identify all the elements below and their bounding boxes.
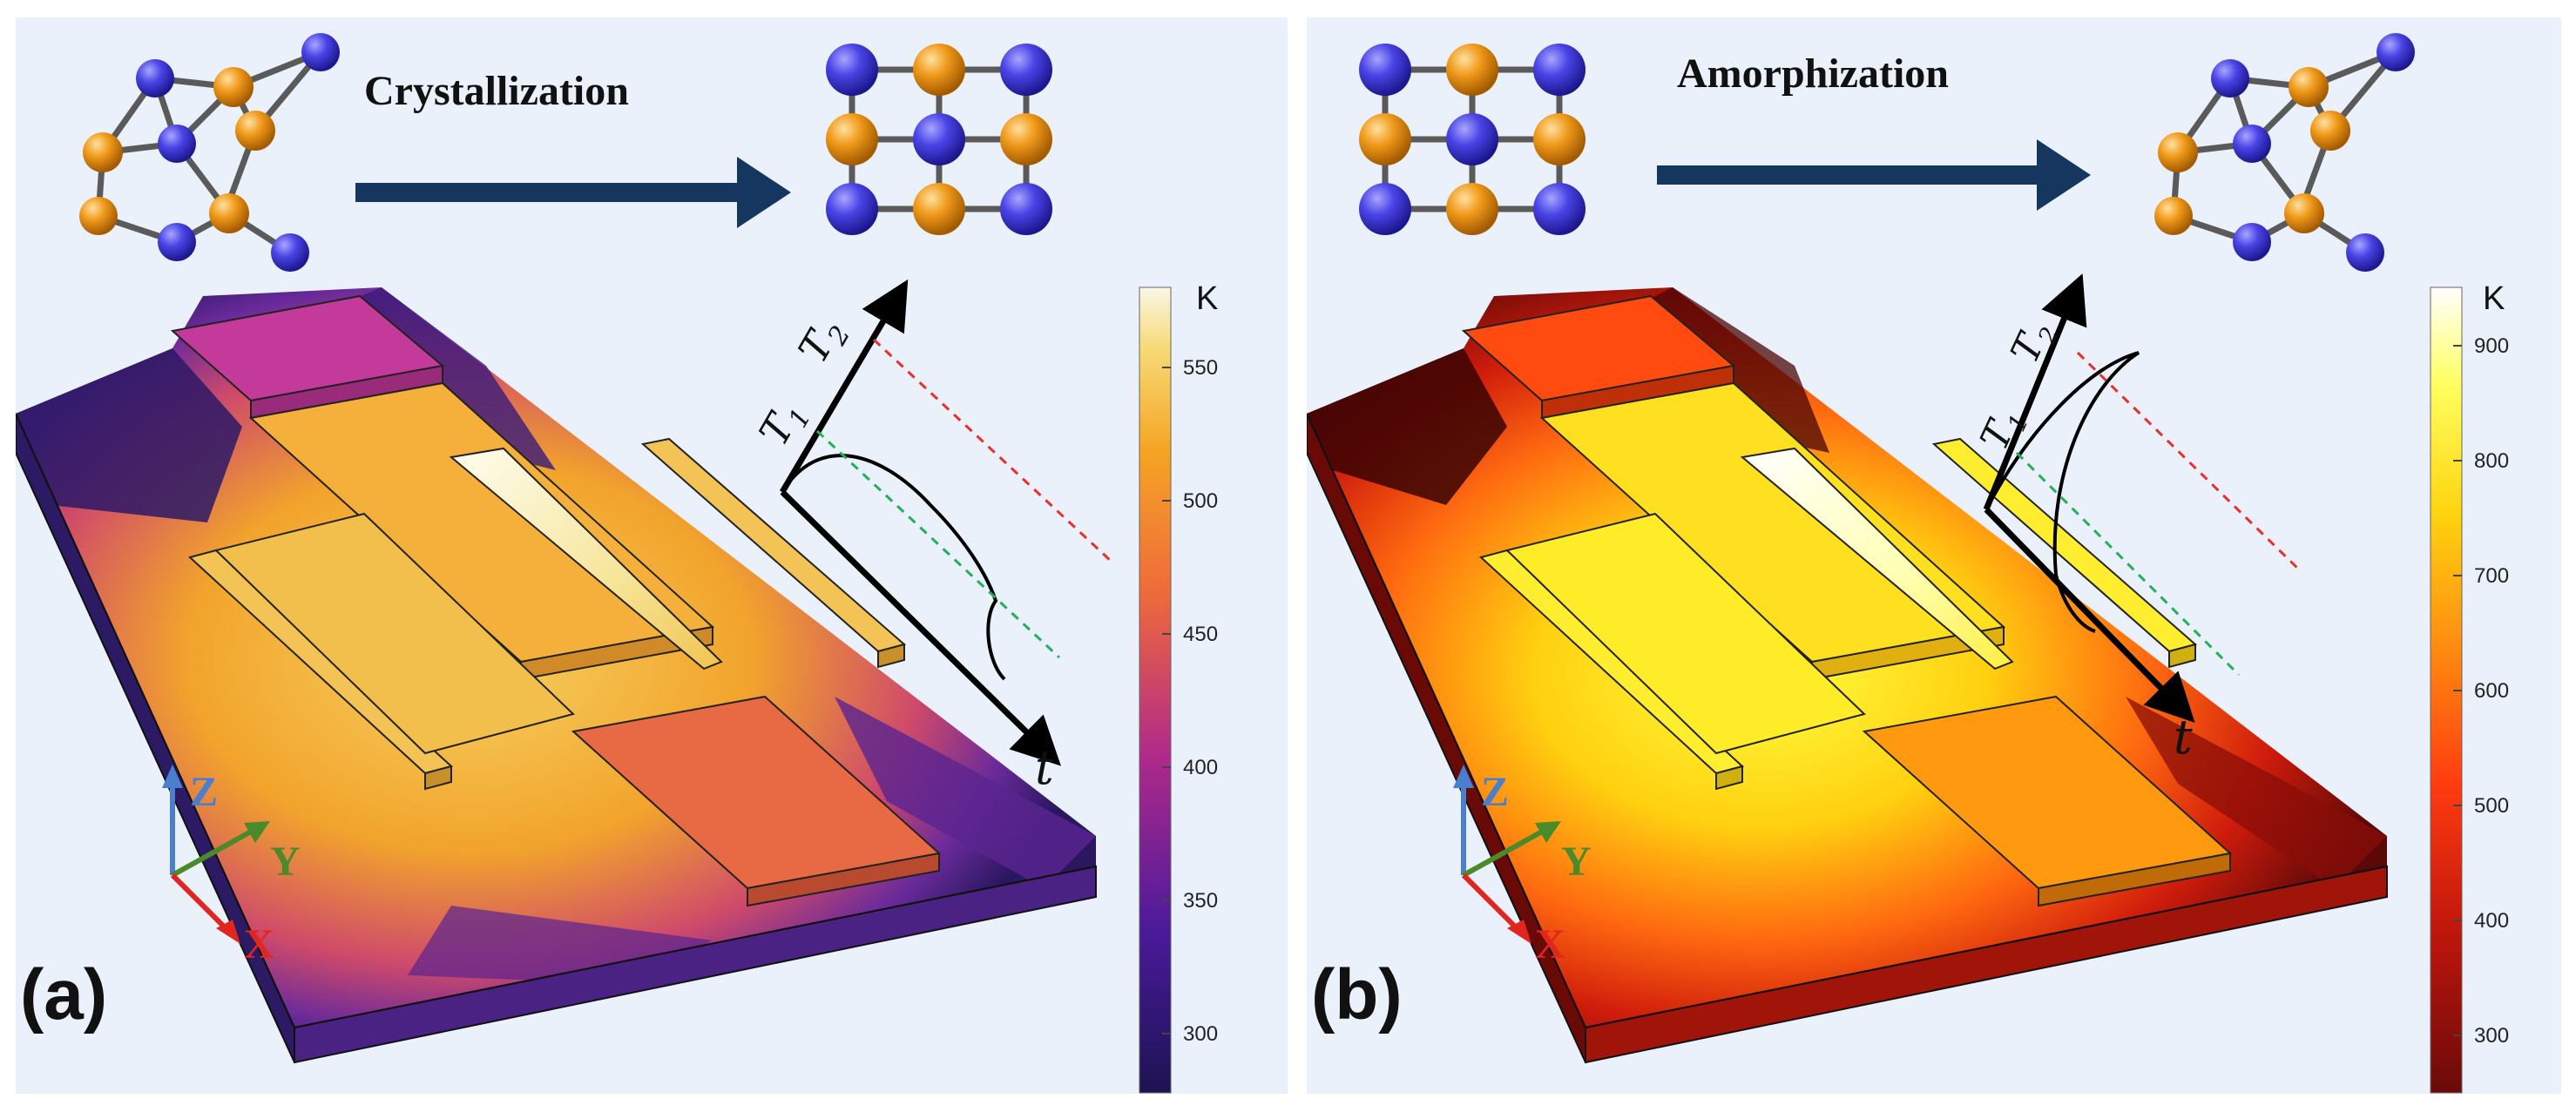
colorbar-tick: 450	[1183, 623, 1218, 646]
colorbar-tick: 800	[2474, 449, 2509, 473]
z-axis-label: Z	[190, 769, 218, 815]
t1-level-line	[815, 429, 1061, 659]
colorbar-tick: 600	[2474, 679, 2509, 703]
colorbar-tick: 900	[2474, 334, 2509, 358]
process-arrow	[1657, 139, 2091, 211]
amorphous-structure-after	[2154, 33, 2415, 272]
axes-triad: Z Y X	[1453, 765, 1592, 967]
phase-change-strip	[449, 447, 723, 671]
process-title: Amorphization	[1677, 51, 1949, 97]
axes-triad: Z Y X	[162, 765, 301, 967]
svg-text:T2: T2	[2003, 313, 2066, 372]
crystalline-structure-after	[826, 44, 1052, 235]
colorbar-unit: K	[1196, 280, 1218, 317]
t2-level-line	[872, 338, 1113, 563]
colorbar-tick: 500	[1183, 489, 1218, 513]
t1-level-line	[2015, 451, 2241, 677]
colorbar-tick: 300	[1183, 1022, 1218, 1046]
temperature-axis	[1983, 273, 2087, 511]
crystalline-structure-before	[1359, 44, 1585, 235]
colorbar: K 900 800 700 600 500 400 300	[2430, 280, 2509, 1094]
svg-text:T2: T2	[789, 309, 857, 374]
panel-label: (a)	[20, 955, 107, 1034]
time-label: t	[1035, 740, 1054, 795]
colorbar-tick: 550	[1183, 356, 1218, 380]
x-axis-label: X	[1535, 921, 1565, 967]
colorbar-tick: 300	[2474, 1024, 2509, 1048]
process-arrow	[355, 157, 791, 228]
colorbar: K 550 500 450 400 350 300	[1139, 280, 1218, 1094]
device-model	[16, 287, 1097, 1064]
temperature-axis	[779, 279, 909, 494]
thermal-curve	[1984, 351, 2140, 633]
colorbar-unit: K	[2483, 280, 2505, 317]
panel-a-figure: Crystallization	[16, 33, 1218, 1094]
colorbar-tick: 500	[2474, 794, 2509, 818]
panel-a: Crystallization	[16, 17, 1288, 1094]
device-model	[1307, 287, 2388, 1064]
thermal-curve	[781, 454, 1006, 681]
time-axis	[1984, 507, 2195, 724]
colorbar-tick: 400	[2474, 909, 2509, 933]
colorbar-tick: 400	[1183, 756, 1218, 779]
phase-change-strip	[1740, 447, 2014, 671]
time-label: t	[2174, 710, 2193, 765]
y-axis-label: Y	[1561, 839, 1592, 885]
colorbar-tick: 350	[1183, 889, 1218, 913]
amorphous-structure-before	[79, 33, 340, 272]
t2-level-line	[2076, 351, 2302, 572]
x-axis-label: X	[244, 921, 274, 967]
y-axis-label: Y	[270, 839, 301, 885]
panel-b: Amorphization	[1307, 17, 2561, 1094]
left-platform	[214, 512, 575, 755]
temperature-profile-inset: T2 T1 t	[1972, 273, 2302, 765]
z-axis-label: Z	[1481, 769, 1509, 815]
panel-b-figure: Amorphization	[1307, 33, 2509, 1094]
time-axis	[780, 489, 1061, 766]
colorbar-tick: 700	[2474, 564, 2509, 588]
left-platform	[1505, 512, 1866, 755]
panel-label: (b)	[1311, 955, 1403, 1034]
process-title: Crystallization	[364, 68, 629, 114]
